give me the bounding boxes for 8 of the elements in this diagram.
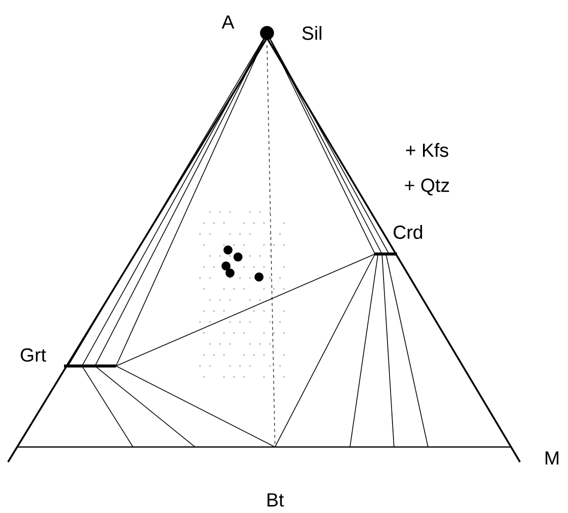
phase-label: Grt: [20, 348, 46, 362]
phase-label: + Qtz: [404, 178, 449, 196]
phase-label: M: [546, 451, 558, 465]
phase-label: + Kfs: [406, 143, 448, 157]
phase-label: Crd: [394, 225, 422, 239]
phase-label: Bt: [268, 493, 284, 507]
phase-label: A: [222, 15, 234, 29]
phase-label: Sil: [302, 26, 322, 40]
